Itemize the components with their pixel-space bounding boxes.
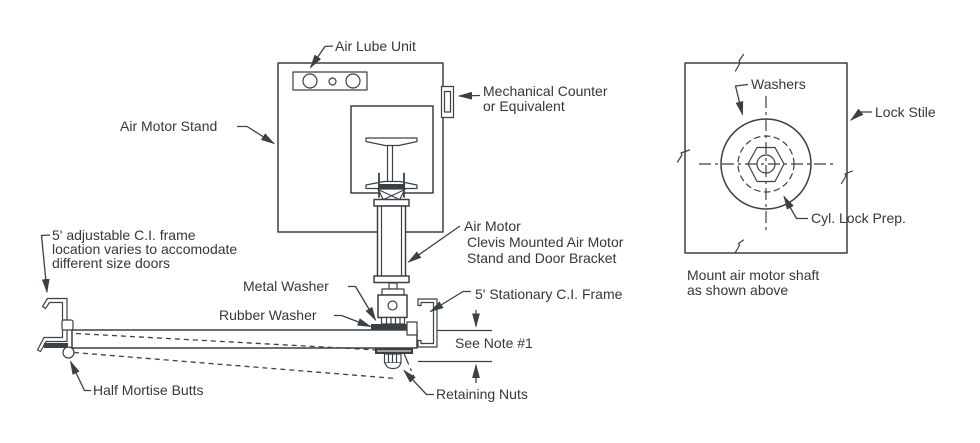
label-rubber-washer: Rubber Washer xyxy=(219,307,317,323)
leader-cyl-lock-prep xyxy=(783,195,808,220)
leader-lock-stile xyxy=(850,108,872,121)
door-swing-lower-dashed xyxy=(73,351,397,380)
cylinder-top-cap xyxy=(373,198,410,207)
retaining-nut-dome xyxy=(384,362,402,370)
leader-retaining-nuts xyxy=(403,369,434,396)
clevis-cross-brace xyxy=(377,188,406,201)
frame-stop-tab xyxy=(406,321,418,336)
door-swing-upper-dashed xyxy=(75,332,407,353)
label-lock-stile: Lock Stile xyxy=(875,104,936,120)
cylinder-bottom-cap xyxy=(373,275,410,284)
label-mechanical-counter-line1: Mechanical Counter xyxy=(483,83,608,99)
leader-stationary-frame xyxy=(429,290,471,313)
label-cyl-lock-prep: Cyl. Lock Prep. xyxy=(811,210,906,226)
ibeam-top-flange xyxy=(365,137,418,147)
bracket-clamp-plate xyxy=(378,184,405,189)
air-lube-gauge-right xyxy=(345,73,361,89)
metal-washer-part xyxy=(380,316,406,325)
label-air-lube-unit: Air Lube Unit xyxy=(335,38,416,54)
label-air-motor-stand: Air Motor Stand xyxy=(120,118,217,134)
adjustable-frame-bracket xyxy=(36,297,68,353)
cylinder-body xyxy=(376,205,407,278)
rubber-washer-part xyxy=(371,324,415,330)
stationary-frame-channel xyxy=(417,298,438,348)
leader-washers xyxy=(734,83,749,116)
air-motor-cylinder xyxy=(371,198,415,330)
hinge-knuckle xyxy=(62,346,75,359)
cylinder-walls xyxy=(380,205,403,277)
label-adjustable-frame-line1: 5' adjustable C.I. frame xyxy=(52,227,196,243)
label-mechanical-counter-line2: or Equivalent xyxy=(483,98,565,114)
leader-air-motor xyxy=(407,225,461,263)
mechanical-counter-window xyxy=(443,90,452,113)
label-air-motor-line1: Air Motor xyxy=(464,218,521,234)
ibeam-web xyxy=(386,144,394,183)
label-retaining-nuts: Retaining Nuts xyxy=(436,386,528,402)
leader-air-lube-unit xyxy=(309,45,334,69)
hinge-barrel xyxy=(61,319,74,331)
adjustable-frame-sill xyxy=(44,343,68,348)
adjustable-frame-channel xyxy=(36,297,68,353)
label-see-note: See Note #1 xyxy=(455,335,533,351)
air-lube-gauge-center xyxy=(328,77,337,86)
rod-clevis-cap xyxy=(381,288,405,296)
metal-washer-ribs xyxy=(385,317,401,325)
retaining-nut-assembly xyxy=(375,347,415,378)
clevis-pins xyxy=(378,172,405,198)
clevis-body xyxy=(377,188,406,201)
main-assembly-diagram: Air Lube Unit Mechanical Counter or Equi… xyxy=(36,38,624,402)
label-adjustable-frame-line3: different size doors xyxy=(52,255,170,271)
retaining-nut-ribs xyxy=(387,353,398,365)
leader-mechanical-counter xyxy=(457,91,481,100)
break-mark-right xyxy=(840,170,854,185)
air-motor-stand xyxy=(277,62,455,233)
leader-half-mortise-butts xyxy=(69,360,91,392)
door-top-rail xyxy=(71,329,418,349)
label-half-mortise-butts: Half Mortise Butts xyxy=(93,382,203,398)
break-mark-bottom xyxy=(734,239,745,254)
clevis-pin-hole xyxy=(387,300,398,311)
break-mark-left xyxy=(676,149,691,163)
air-lube-gauge-left xyxy=(302,73,318,89)
label-metal-washer: Metal Washer xyxy=(243,278,329,294)
leader-air-motor-stand xyxy=(237,125,276,145)
label-stationary-frame: 5' Stationary C.I. Frame xyxy=(475,286,623,302)
caption-mount-line1: Mount air motor shaft xyxy=(687,267,819,283)
label-washers: Washers xyxy=(751,76,806,92)
piston-rod xyxy=(388,282,398,290)
leader-rubber-washer xyxy=(334,314,372,328)
label-air-motor-line2: Clevis Mounted Air Motor xyxy=(467,234,624,250)
caption-mount-line2: as shown above xyxy=(687,282,788,298)
leader-adjustable-frame xyxy=(40,234,51,294)
dimension-see-note xyxy=(418,310,492,383)
label-air-motor-line3: Stand and Door Bracket xyxy=(467,250,617,266)
lock-stile-detail: Washers Lock Stile Cyl. Lock Prep. Mount… xyxy=(676,53,936,298)
label-adjustable-frame-line2: location varies to accomodate xyxy=(52,241,237,257)
break-mark-top xyxy=(734,53,745,72)
nut-centerline xyxy=(403,353,415,378)
leader-metal-washer xyxy=(348,285,377,322)
